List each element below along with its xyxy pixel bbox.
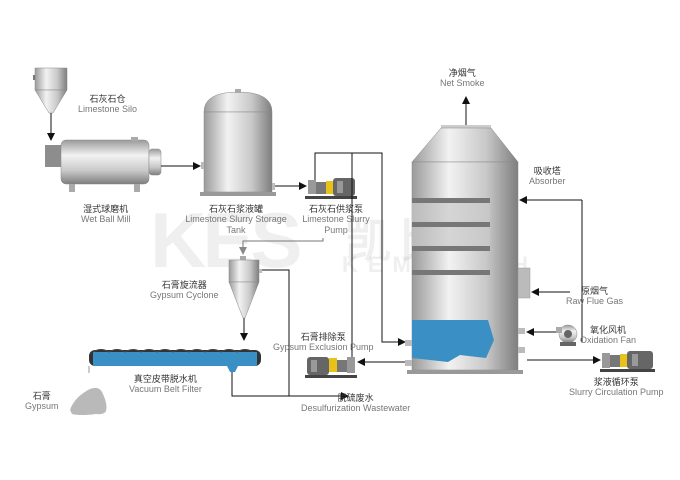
vacuum-belt-filter-icon — [88, 349, 261, 373]
label-net-smoke: 净烟气 Net Smoke — [440, 68, 485, 89]
watermark-logo: KES — [150, 196, 302, 284]
label-gypsum: 石膏 Gypsum — [25, 391, 59, 412]
pipe-filtrate-to-wastewater — [231, 372, 349, 400]
label-vacuum-belt-filter: 真空皮带脱水机 Vacuum Belt Filter — [129, 374, 202, 395]
gypsum-cyclone-icon — [228, 256, 262, 319]
label-slurry-circulation-pump: 浆液循环泵 Slurry Circulation Pump — [569, 377, 664, 398]
label-oxidation-fan: 氧化风机 Oxidation Fan — [580, 325, 637, 346]
label-limestone-silo: 石灰石仓 Limestone Silo — [78, 94, 138, 115]
label-gypsum-exclusion-pump: 石膏排除泵 Gypsum Exclusion Pump — [273, 332, 374, 353]
label-limestone-slurry-pump: 石灰石供浆泵 Limestone Slurry Pump — [302, 204, 370, 235]
pipe-to-cyclone — [239, 238, 324, 255]
label-wet-ball-mill: 湿式球磨机 Wet Ball Mill — [81, 204, 131, 225]
gypsum-pile-icon — [70, 387, 107, 415]
label-raw-flue-gas: 原烟气 Raw Flue Gas — [566, 286, 624, 307]
label-gypsum-cyclone: 石膏旋流器 Gypsum Cyclone — [150, 280, 219, 301]
oxidation-fan-icon — [556, 324, 578, 346]
label-desulfurization-wastewater: 脱硫废水 Desulfurization Wastewater — [301, 393, 411, 414]
wet-ball-mill-icon — [45, 137, 162, 192]
pipe-limestone-pump-to-absorber — [314, 152, 406, 346]
label-limestone-slurry-storage-tank: 石灰石浆液罐 Limestone Slurry Storage Tank — [185, 204, 287, 235]
absorber-icon — [405, 125, 531, 374]
pipe-cyclone-overflow — [262, 269, 290, 396]
gypsum-exclusion-pump-icon — [305, 357, 357, 378]
label-absorber: 吸收塔 Absorber — [529, 166, 566, 187]
limestone-slurry-pump-icon — [305, 178, 357, 199]
limestone-slurry-tank-icon — [200, 89, 276, 196]
limestone-silo-icon — [33, 67, 68, 114]
slurry-circulation-pump-icon — [600, 351, 655, 372]
